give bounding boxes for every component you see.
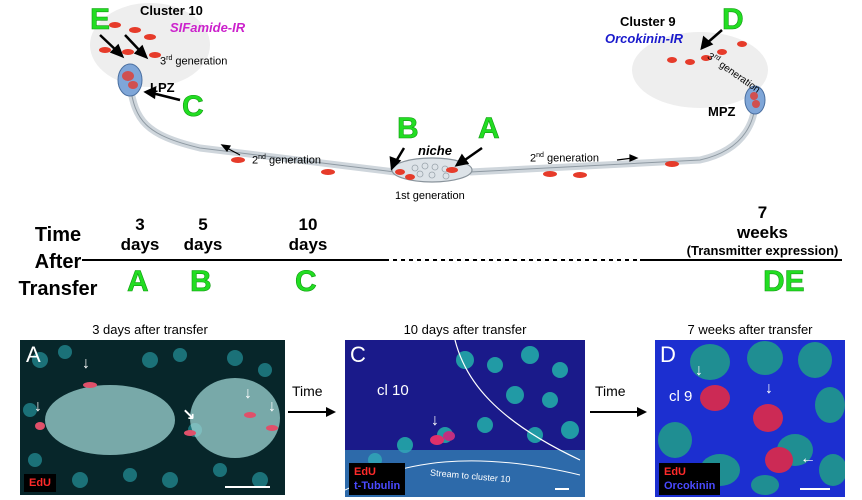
panel-d-letter: D [660,342,676,367]
panel-d-caption: 7 weeks after transfer [687,322,813,337]
time-arrow-1-label: Time [292,383,323,399]
panel-c-letter: C [350,342,366,367]
panel-c-region-label: cl 10 [377,382,409,399]
lpz-label: LPZ [150,80,175,95]
cluster9-halo [632,32,768,108]
timeline-label-b: B [190,265,212,299]
mpz-label: MPZ [708,104,736,119]
third-generation-left: 3rd generation [160,55,228,68]
schematic-diagram [90,3,768,183]
panel-d-legend: EdU Orcokinin [659,463,721,495]
cluster9-title: Cluster 9 [620,14,676,29]
time-arrow-2-label: Time [595,383,626,399]
panel-a-letter: A [26,342,41,367]
panel-d-micrograph [655,340,845,497]
niche-label: niche [418,143,452,158]
panel-a-scalebar [225,486,270,488]
label-c: C [182,90,204,124]
panel-c-legend: EdU t-Tubulin [349,463,406,495]
panel-d-scalebar [800,488,830,490]
panel-a-arrow-5: ↓ [268,398,276,415]
timeline-label-de: DE [763,265,805,299]
time-arrow-1 [288,407,336,417]
time-arrow-2 [590,407,647,417]
panel-d-arrow-3: ← [800,450,816,467]
second-generation-left: 2nd generation [252,154,321,167]
timeline-label-c: C [295,265,317,299]
panel-c-image: ↓ C cl 10 Stream to cluster 10 EdU t-Tub… [345,340,585,497]
panel-d-arrow-1: ↓ [695,362,703,379]
panel-d-arrow-2: ↓ [765,380,773,397]
timeline-axis [82,259,842,261]
cluster9-ir-label: Orcokinin-IR [605,31,684,46]
panel-d-region-label: cl 9 [669,388,693,405]
label-e: E [90,3,111,37]
label-a: A [478,112,500,146]
panel-a-arrow-2: ↓ [34,398,42,415]
panel-d-image: ↓ ↓ ← D cl 9 EdU Orcokinin [655,340,845,497]
panel-a-arrow-4: ↓ [244,385,252,402]
panel-c-scalebar [555,488,569,490]
panel-a-image: ↓ ↓ ↘ ↓ ↓ A EdU [20,340,285,495]
first-generation-label: 1st generation [395,190,465,202]
panel-a-legend: EdU [24,474,56,492]
panel-a-arrow-3: ↘ [182,407,196,424]
panel-a-micrograph [20,340,285,495]
mpz-bulb [744,85,766,115]
panel-a-arrow-1: ↓ [82,355,90,372]
second-generation-right: 2nd generation [530,152,599,165]
cluster10-ir-label: SIFamide-IR [170,20,246,35]
panel-c-arrow: ↓ [431,412,439,429]
panel-c-caption: 10 days after transfer [403,322,527,337]
label-d: D [722,3,744,37]
timeline-label-a: A [127,265,149,299]
cluster10-title: Cluster 10 [140,3,203,18]
label-b: B [397,112,419,146]
panel-a-caption: 3 days after transfer [92,322,208,337]
timeline-title: Time After Transfer [18,224,98,300]
